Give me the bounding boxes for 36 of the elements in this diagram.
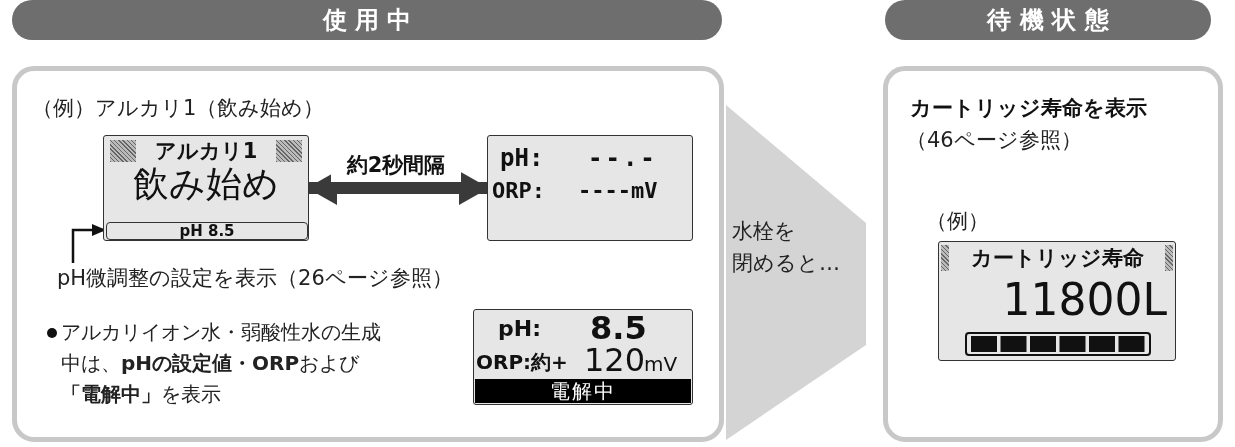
lcd-text: --.-	[588, 146, 658, 170]
section-title: 待 機 状 態	[987, 5, 1109, 36]
lcd-text: ----mV	[578, 180, 658, 202]
lcd-text: mV	[644, 354, 678, 374]
lcd-display	[487, 135, 693, 241]
lcd-text: ORP:	[492, 180, 545, 202]
lcd-display	[473, 309, 693, 405]
lcd-text: 8.5	[590, 312, 647, 344]
note-text: アルカリイオン水・弱酸性水の生成中は、pHの設定値・ORPおよび「電解中」を表示	[61, 319, 382, 408]
lcd-text: 11800L	[1002, 278, 1167, 322]
annotation-text: pH微調整の設定を表示（26ページ参照）	[57, 263, 517, 293]
double-arrow	[307, 171, 489, 205]
lcd-text: pH:	[500, 146, 544, 170]
lcd-display	[103, 135, 309, 241]
lcd-text: pH:	[498, 318, 541, 340]
lcd-text: ORP:約+	[476, 352, 568, 372]
panel-card	[12, 66, 724, 442]
lcd-text: 飲み始め	[132, 166, 280, 202]
chevron-text: 水栓を	[732, 218, 796, 245]
lcd-text: pH 8.5	[179, 223, 235, 239]
section-title: 使 用 中	[322, 5, 412, 36]
panel-heading: カートリッジ寿命を表示	[910, 95, 1147, 122]
status-bar: 電解中	[475, 379, 691, 403]
lcd-text: アルカリ1	[154, 140, 258, 162]
chevron-arrow-shape	[726, 105, 866, 440]
reference-text: （46ページ参照）	[906, 127, 1082, 154]
lcd-display	[938, 241, 1176, 361]
chevron-text: 閉めると…	[732, 250, 840, 277]
example-label: （例）	[926, 208, 989, 235]
ph-setting-bar	[106, 222, 308, 240]
panel-card	[883, 66, 1223, 442]
lcd-text: 120	[584, 344, 646, 376]
lcd-text: カートリッジ寿命	[970, 247, 1144, 269]
example-heading: （例）アルカリ1（飲み始め）	[32, 95, 325, 122]
section-header-bar	[885, 0, 1211, 40]
section-header-bar	[12, 0, 722, 40]
